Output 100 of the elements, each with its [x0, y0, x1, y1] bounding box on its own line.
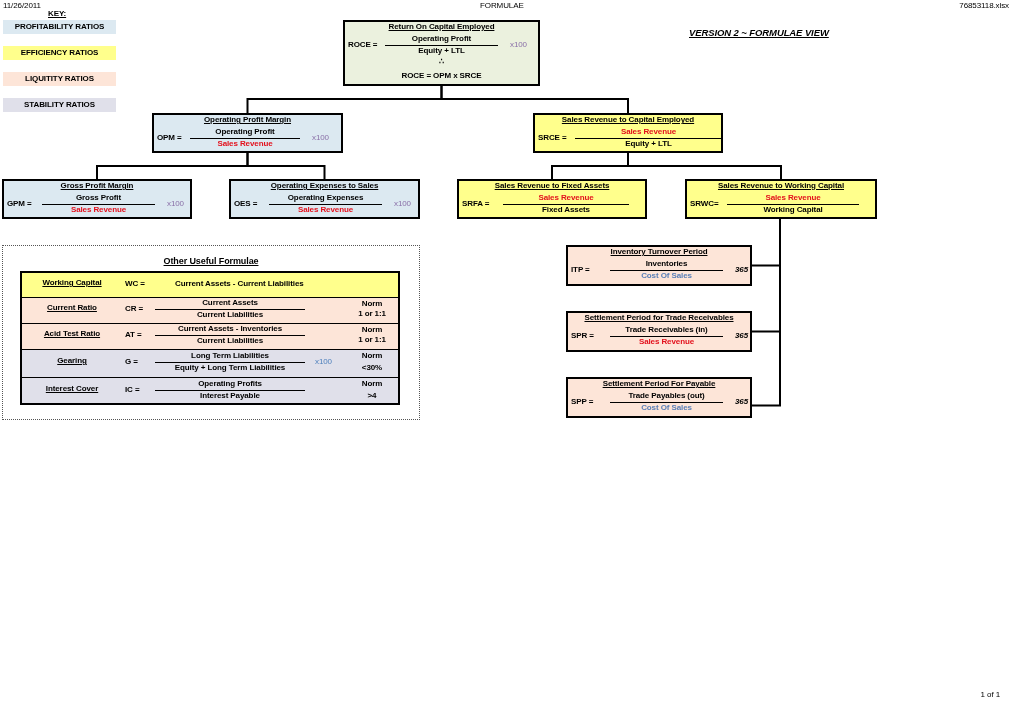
formula-row	[20, 271, 400, 297]
denominator: Sales Revenue	[297, 205, 354, 214]
multiplier: x100	[394, 199, 411, 209]
box-heading: Operating Profit Margin	[203, 115, 291, 124]
ratio-name: Current Ratio	[47, 303, 97, 312]
sheet-name-header: FORMULAE	[480, 1, 524, 11]
ratio-name: Working Capital	[42, 278, 102, 287]
formula-label: CR =	[125, 304, 144, 314]
therefore-sign: ∴	[439, 57, 444, 66]
formula-row	[20, 297, 400, 323]
ratio-box	[229, 179, 420, 219]
ratio-box	[2, 179, 192, 219]
date-header: 11/26/2011	[3, 1, 41, 11]
ratio-box	[566, 377, 752, 418]
file-name-header: 76853118.xlsx	[959, 1, 1009, 11]
ratio-box	[152, 113, 343, 153]
numerator: Current Assets - Inventories	[177, 324, 282, 333]
ratio-box	[566, 311, 752, 352]
formulae-panel	[2, 245, 420, 420]
ratio-name: Interest Cover	[45, 384, 99, 393]
formula-row	[20, 349, 400, 377]
key-heading: KEY:	[48, 9, 67, 19]
connector-line	[751, 218, 781, 407]
legend-label: PROFITABILITY RATIOS	[14, 22, 105, 31]
denominator: Equity + Long Term Liabilities	[174, 363, 286, 372]
numerator: Sales Revenue	[765, 193, 821, 202]
numerator: Sales Revenue	[538, 193, 594, 202]
box-heading: Inventory Turnover Period	[610, 247, 708, 256]
box-heading: Gross Profit Margin	[60, 181, 134, 190]
version-title: VERSION 2 ~ FORMULAE VIEW	[689, 28, 829, 38]
connector-line	[627, 152, 782, 180]
norm-value: 1 or 1:1	[358, 335, 386, 344]
numerator: Inventories	[645, 259, 688, 268]
formula-label: WC =	[125, 279, 145, 289]
page-number: 1 of 1	[980, 690, 1000, 700]
numerator: Sales Revenue	[620, 127, 677, 136]
box-heading: Operating Expenses to Sales	[270, 181, 379, 190]
formula-label: OES =	[234, 199, 258, 209]
formula-label: G =	[125, 357, 138, 367]
multiplier: 365	[735, 331, 749, 341]
multiplier: x100	[315, 357, 332, 367]
numerator: Current Assets	[202, 298, 258, 307]
formula-row	[20, 377, 400, 405]
ratio-box	[566, 245, 752, 286]
multiplier: x100	[167, 199, 184, 209]
legend-label: STABILITY RATIOS	[24, 100, 95, 109]
numerator: Operating Profit	[215, 127, 275, 136]
connector-line	[440, 85, 629, 114]
formula-label: SRCE =	[538, 133, 567, 143]
formula-label: SPR =	[571, 331, 594, 341]
denominator: Equity + LTL	[418, 46, 465, 55]
connector-line	[246, 152, 326, 180]
denominator: Cost Of Sales	[641, 403, 692, 412]
norm-heading: Norm	[361, 379, 383, 388]
norm-value: <30%	[361, 363, 383, 372]
box-heading: Settlement Period For Payable	[602, 379, 716, 388]
box-heading: Sales Revenue to Working Capital	[718, 181, 844, 190]
formula-label: ROCE =	[348, 40, 378, 50]
formula-label: OPM =	[157, 133, 182, 143]
denominator: Fixed Assets	[542, 205, 590, 214]
multiplier: x100	[510, 40, 527, 50]
formula-label: GPM =	[7, 199, 32, 209]
ratio-box	[343, 20, 540, 86]
formula-label: SRWC=	[690, 199, 719, 209]
formula: ROCE = OPM x SRCE	[401, 71, 482, 80]
norm-value: 1 or 1:1	[358, 309, 386, 318]
numerator: Long Term Liabilities	[191, 351, 269, 360]
box-heading: Sales Revenue to Capital Employed	[561, 115, 695, 124]
ratio-box	[685, 179, 877, 219]
denominator: Current Liabilities	[196, 310, 264, 319]
box-heading: Return On Capital Employed	[388, 22, 495, 31]
numerator: Operating Profits	[198, 379, 262, 388]
multiplier: 365	[735, 397, 749, 407]
ratio-name: Gearing	[57, 356, 87, 365]
denominator: Working Capital	[763, 205, 823, 214]
multiplier: x100	[312, 133, 329, 143]
denominator: Sales Revenue	[70, 205, 127, 214]
numerator: Operating Profit	[411, 34, 472, 43]
ratio-box	[457, 179, 647, 219]
numerator: Gross Profit	[76, 193, 121, 202]
norm-heading: Norm	[361, 351, 383, 360]
box-heading: Sales Revenue to Fixed Assets	[494, 181, 610, 190]
formula-label: AT =	[125, 330, 142, 340]
denominator: Equity + LTL	[625, 139, 672, 148]
norm-heading: Norm	[361, 325, 383, 334]
numerator: Operating Expenses	[287, 193, 364, 202]
numerator: Trade Receivables (in)	[625, 325, 708, 334]
denominator: Current Liabilities	[196, 336, 264, 345]
norm-heading: Norm	[361, 299, 383, 308]
denominator: Sales Revenue	[217, 139, 273, 148]
formula-label: SRFA =	[462, 199, 490, 209]
formula-row	[20, 323, 400, 349]
formula: Current Assets - Current Liabilities	[175, 279, 304, 289]
legend-label: LIQUITITY RATIOS	[25, 74, 94, 83]
formula-label: SPP =	[571, 397, 594, 407]
norm-value: >4	[367, 391, 377, 400]
panel-heading: Other Useful Formulae	[163, 256, 259, 266]
ratio-name: Acid Test Ratio	[43, 329, 101, 338]
ratio-box	[533, 113, 723, 153]
legend-label: EFFICIENCY RATIOS	[20, 48, 99, 57]
